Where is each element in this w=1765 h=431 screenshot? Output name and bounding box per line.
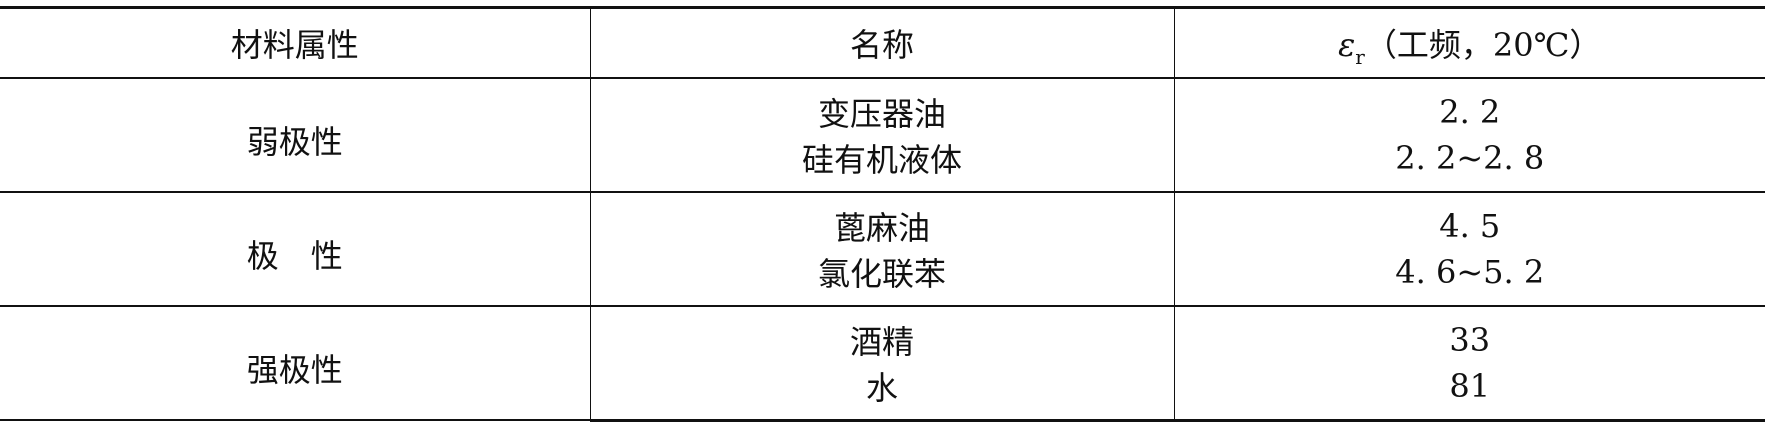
table-row: 弱极性 变压器油 2. 2 [0,77,1765,193]
header-material-property: 材料属性 [0,6,590,79]
header-permittivity-condition: （工频，20℃） [1364,25,1602,64]
epsilon-symbol: ε [1338,25,1356,64]
value-cell: 4. 5 [1173,191,1765,249]
permittivity-table: 材料属性 名称 εr（工频，20℃） 弱极性 变压器油 2. 2 硅有机液体 2… [0,6,1765,422]
table-header: 材料属性 名称 εr（工频，20℃） [0,6,1765,79]
table-row: 强极性 酒精 33 [0,305,1765,421]
value-cell: 33 [1173,305,1765,363]
property-cell: 强极性 [0,305,590,421]
table-row: 硅有机液体 2. 2~2. 8 [0,134,1765,193]
property-cell: 极 性 [0,191,590,307]
name-cell: 蓖麻油 [589,191,1174,249]
table-row: 氯化联苯 4. 6~5. 2 [0,248,1765,307]
name-cell: 水 [589,362,1174,422]
name-cell: 酒精 [589,305,1174,363]
value-cell: 2. 2 [1173,77,1765,135]
header-permittivity: εr（工频，20℃） [1173,6,1765,79]
epsilon-subscript: r [1355,44,1365,69]
table-body: 弱极性 变压器油 2. 2 硅有机液体 2. 2~2. 8 极 性 蓖麻油 4.… [0,77,1765,422]
value-cell: 2. 2~2. 8 [1173,134,1765,193]
table-row: 水 81 [0,362,1765,422]
name-cell: 变压器油 [589,77,1174,135]
header-name: 名称 [589,6,1174,79]
property-cell: 弱极性 [0,77,590,193]
name-cell: 氯化联苯 [589,248,1174,307]
permittivity-table-container: 材料属性 名称 εr（工频，20℃） 弱极性 变压器油 2. 2 硅有机液体 2… [0,6,1765,422]
value-cell: 81 [1173,362,1765,422]
header-row: 材料属性 名称 εr（工频，20℃） [0,6,1765,79]
table-row: 极 性 蓖麻油 4. 5 [0,191,1765,307]
value-cell: 4. 6~5. 2 [1173,248,1765,307]
name-cell: 硅有机液体 [589,134,1174,193]
